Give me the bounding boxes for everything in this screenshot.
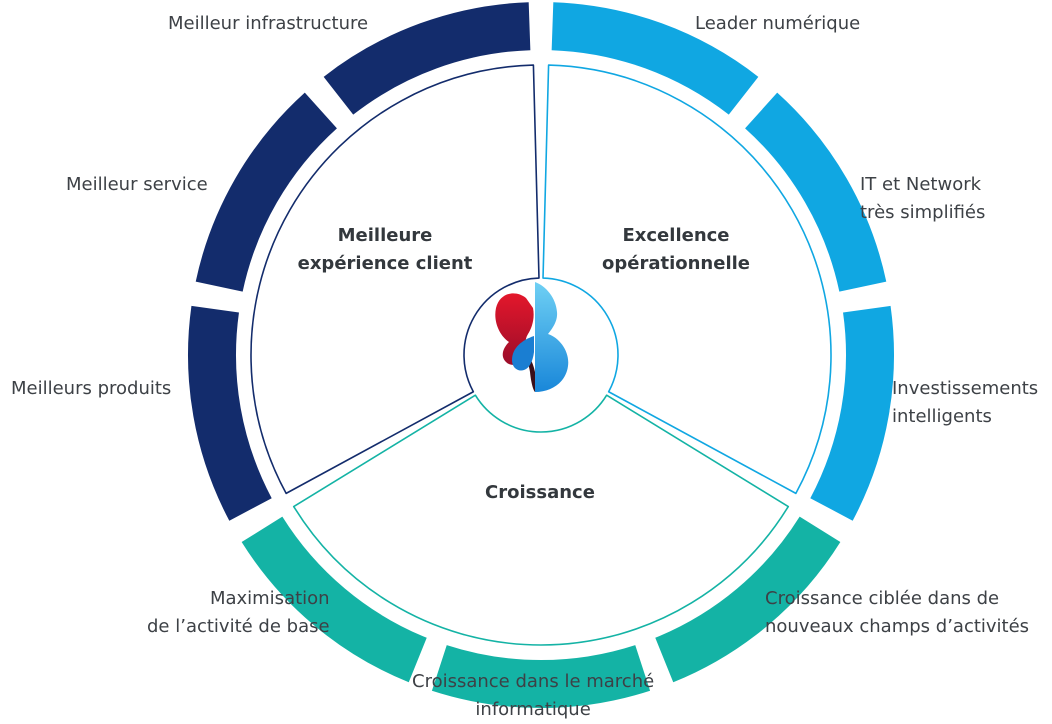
segment-it-network xyxy=(745,92,887,292)
segment-croissance-marche xyxy=(431,645,651,708)
section-title-growth: Croissance xyxy=(485,482,595,503)
label-croissance-ciblee: Croissance ciblée dans de nouveaux champ… xyxy=(765,588,1030,637)
outer-ring xyxy=(188,2,894,708)
label-it-network: IT et Network très simplifiés xyxy=(860,174,986,223)
label-leader-numerique: Leader numérique xyxy=(695,13,861,34)
label-investissements: Investissements intelligents xyxy=(892,378,1039,427)
segment-meilleurs-produits xyxy=(188,305,272,521)
segment-investissements xyxy=(810,305,894,521)
label-meilleur-infrastructure: Meilleur infrastructure xyxy=(168,13,369,34)
section-operational-excellence xyxy=(542,64,832,495)
segment-croissance-ciblee xyxy=(655,516,841,683)
label-maximisation: Maximisation de l’activité de base xyxy=(147,588,330,637)
label-croissance-marche: Croissance dans le marché informatique xyxy=(412,671,655,720)
segment-maximisation xyxy=(241,516,427,683)
logo-blue-half xyxy=(535,282,569,392)
segment-meilleur-infrastructure xyxy=(323,2,531,115)
logo-blue-fold xyxy=(512,336,534,371)
section-title-operational-excellence: Excellence opérationnelle xyxy=(601,225,750,274)
segment-meilleur-service xyxy=(195,92,337,292)
label-meilleur-service: Meilleur service xyxy=(66,174,208,195)
label-meilleurs-produits: Meilleurs produits xyxy=(11,378,172,399)
segment-leader-numerique xyxy=(551,2,759,115)
section-title-customer-experience: Meilleure expérience client xyxy=(297,225,473,274)
logo xyxy=(495,282,569,392)
section-customer-experience xyxy=(250,64,540,495)
inner-sections xyxy=(250,64,832,646)
section-growth xyxy=(292,394,790,646)
